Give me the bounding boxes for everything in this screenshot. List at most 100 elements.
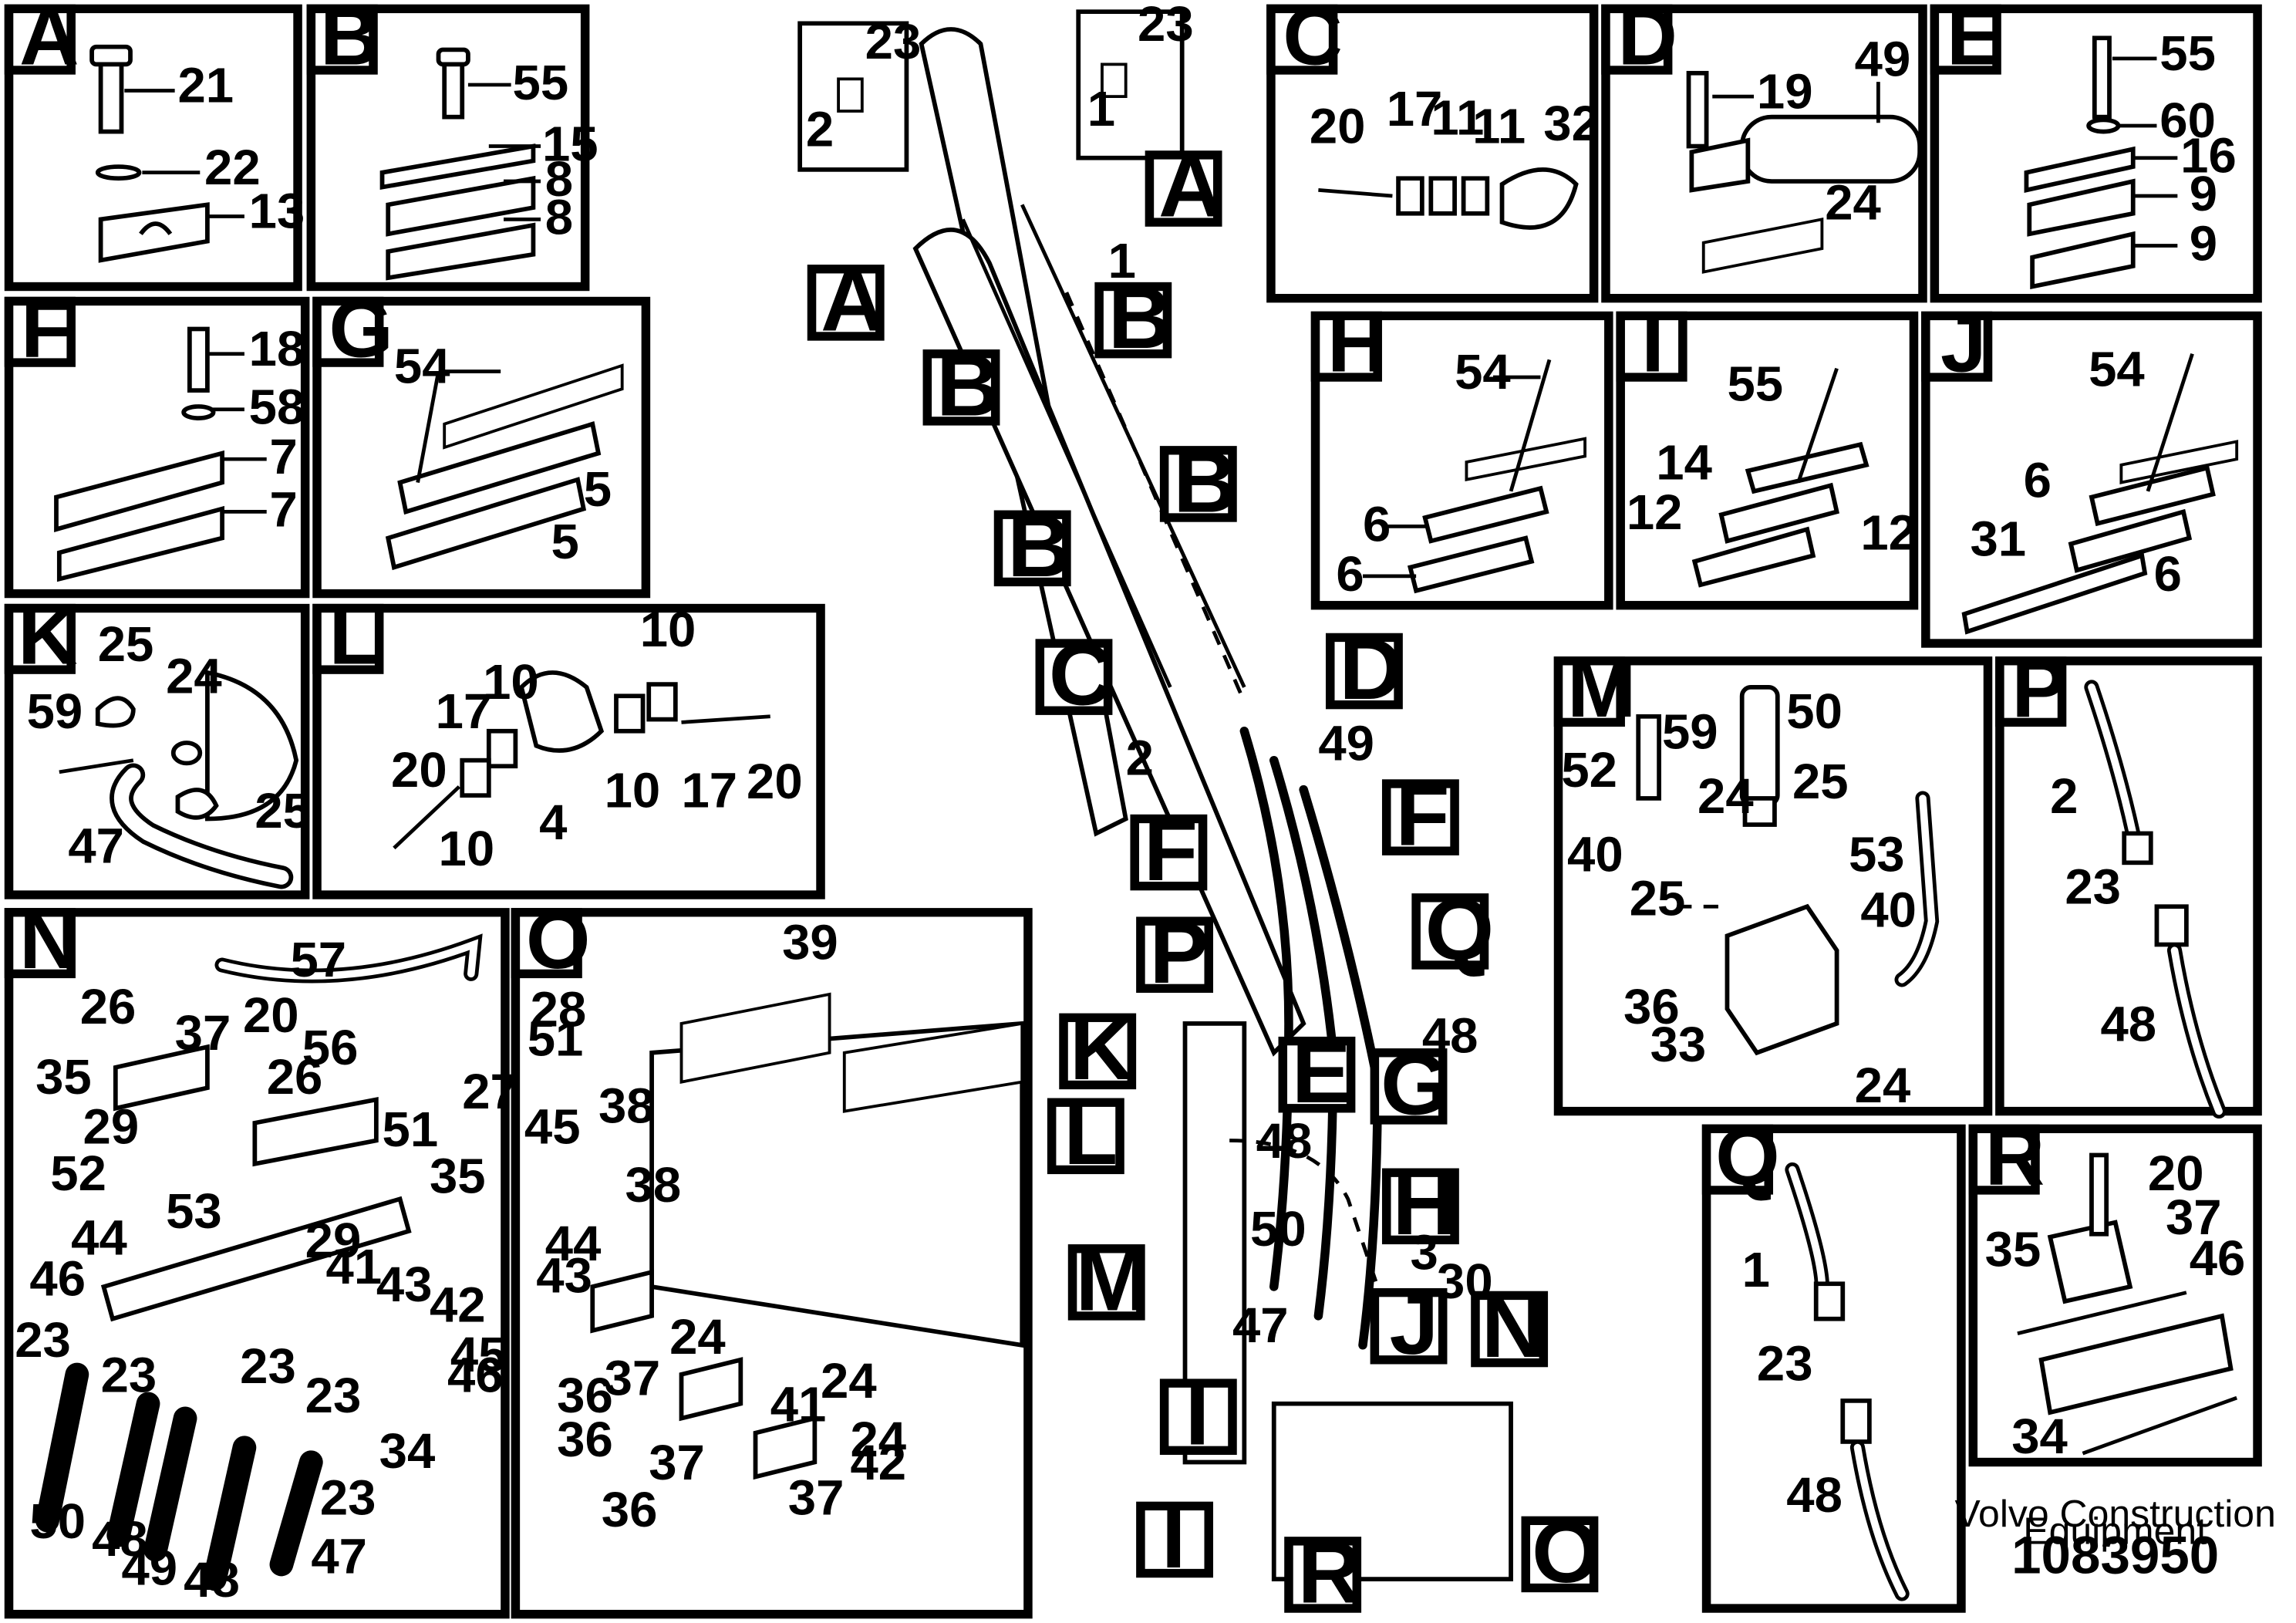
label: 57 [290,932,346,988]
panel-r-letter: R [1985,1110,2045,1202]
label: 25 [98,616,154,672]
company-name-line2: Equipment [2023,1510,2207,1553]
label: 24 [669,1309,726,1365]
label: 55 [2159,25,2216,81]
callout-h: H [1381,1155,1459,1254]
panel-n-letter: N [19,893,79,985]
panel-d-letter: D [1617,0,1677,82]
callout-p: P [1136,903,1214,1002]
inset-top-right: 23 1 [1076,0,1194,160]
label: 2 [2050,768,2078,824]
label: 37 [788,1469,845,1526]
label: 20 [2148,1145,2204,1201]
callout-letter: B [1007,498,1071,596]
label: 28 [531,981,587,1038]
label: 10 [439,821,495,877]
callout-letter: F [1144,801,1198,899]
label: 22 [204,139,261,195]
label: 37 [605,1350,661,1406]
label: 36 [602,1481,658,1537]
label: 59 [1662,704,1718,760]
label: 23 [1138,0,1194,52]
panel-e-letter: E [1947,0,2002,82]
label: 40 [1860,882,1917,938]
label: 23 [2065,859,2121,915]
label: 2 [806,101,834,157]
callout-j: J [1370,1275,1448,1373]
label: 11 [1431,89,1484,146]
panel-k: K 25 59 24 25 47 [4,589,311,899]
label: 16 [2180,127,2237,184]
panel-j-letter: J [1940,297,1987,389]
panel-a-letter: A [19,0,79,82]
label: 36 [1623,978,1680,1034]
label: 27 [462,1063,518,1119]
callout-l: L [1047,1085,1124,1183]
label: 40 [1567,826,1623,882]
panel-b: B 55 15 8 8 [306,0,598,292]
callout-i-lower: I [1136,1489,1214,1587]
callout-letter: F [1395,766,1449,864]
label: 25 [1792,753,1849,809]
label: 6 [2154,545,2182,602]
label: 41 [326,1239,383,1295]
label: 48 [1256,1113,1313,1169]
label: 46 [447,1347,504,1403]
label: 10 [605,762,661,818]
callout-letter: O [1532,1503,1601,1601]
callout-d: D [1325,620,1403,718]
label: 30 [1437,1254,1493,1310]
label: 24 [1825,174,1881,231]
label: 12 [1627,484,1683,541]
label: 47 [68,818,124,874]
label: 13 [249,183,305,239]
callout-letter: C [1049,626,1113,724]
label: 8 [545,150,573,207]
label: 58 [249,379,305,435]
label: 37 [649,1435,705,1491]
label: 34 [2011,1409,2068,1465]
label: 60 [2159,93,2216,149]
panel-m: M 50 52 59 24 25 40 25 53 40 36 33 24 [1553,642,1993,1116]
panel-a: A 21 22 13 [4,0,305,292]
label: 23 [865,13,922,69]
label: 26 [267,1048,323,1105]
label: 50 [1250,1200,1306,1257]
label: 24 [850,1411,906,1467]
callout-letter: E [1292,1024,1351,1122]
panel-d: D 19 49 24 [1601,0,1927,303]
label: 7 [270,481,298,538]
panel-p-letter: P [2011,642,2067,734]
panel-i: I 55 14 12 12 [1616,297,1919,610]
label: 33 [1650,1017,1707,1073]
label: 34 [379,1422,436,1479]
main-callouts: A A B B B B C D F F P Q E G K L H M J N … [807,137,1601,1621]
callout-letter: H [1392,1155,1456,1253]
callout-n: N [1471,1278,1549,1376]
label: 4 [539,794,567,850]
label: 23 [240,1338,296,1395]
panel-g: G 54 5 5 [312,282,651,599]
label: 6 [1336,545,1364,602]
label: 23 [101,1347,157,1403]
callout-g: G [1370,1035,1450,1133]
panel-o: O 39 28 51 38 45 38 44 43 24 36 37 24 41… [511,893,1033,1619]
label: 51 [383,1101,439,1157]
label: 20 [1310,98,1366,154]
callout-k: K [1059,1000,1137,1098]
label: 44 [545,1215,602,1271]
label: 49 [121,1540,177,1596]
label: 44 [71,1210,127,1266]
label: 9 [2190,165,2217,221]
label: 17 [1387,80,1443,137]
label: 1 [1087,80,1115,137]
footer: Volvo Construction Equipment 1083950 [1955,1492,2276,1584]
label: 48 [2100,996,2156,1052]
label: 9 [2190,215,2217,272]
label: 53 [166,1183,222,1240]
label: 41 [770,1376,827,1432]
label: 1 [1742,1241,1770,1297]
label: 50 [29,1493,86,1549]
label: 55 [1727,356,1783,412]
